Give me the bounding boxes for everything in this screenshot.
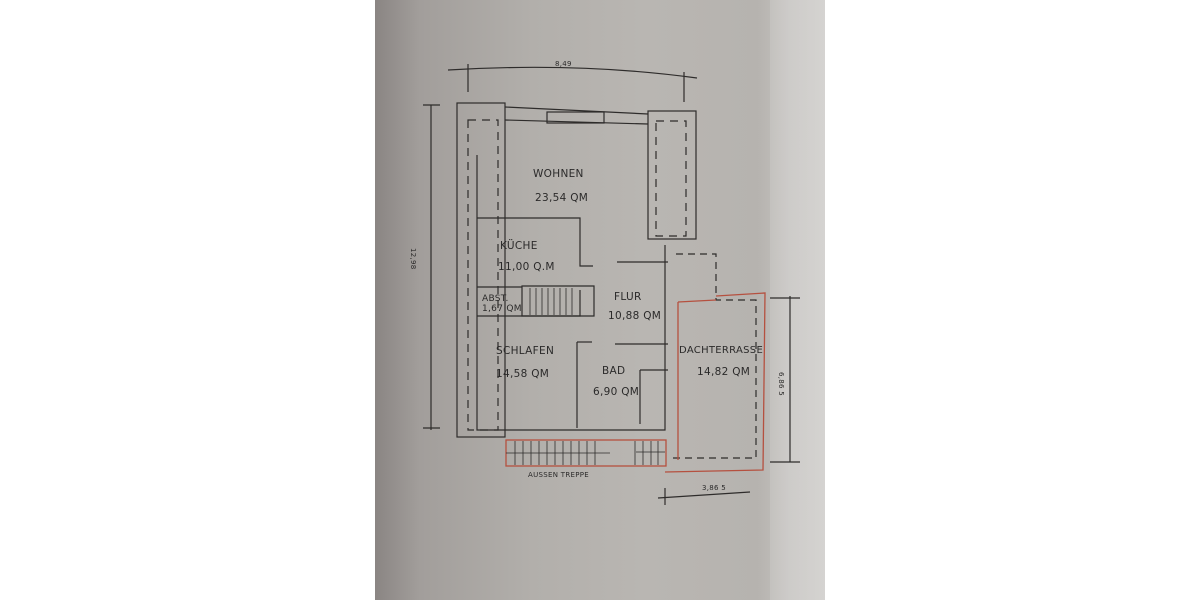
room-area-flur: 10,88 QM — [608, 310, 662, 322]
room-area-abst: 1,67 QM — [482, 304, 522, 314]
room-label-bad: BAD — [602, 365, 626, 377]
room-label-flur: FLUR — [614, 291, 642, 303]
room-area-bad: 6,90 QM — [593, 386, 640, 398]
room-label-kueche: KÜCHE — [500, 240, 538, 252]
room-label-dachterrasse: DACHTERRASSE — [679, 345, 764, 356]
dimension-terrace-width: 3,86 5 — [702, 484, 727, 492]
room-label-wohnen: WOHNEN — [533, 168, 584, 180]
room-label-abst: ABST. — [482, 294, 509, 304]
stairs-label: AUSSEN TREPPE — [528, 471, 590, 479]
room-label-schlafen: SCHLAFEN — [496, 345, 555, 357]
dimension-left-height: 12,98 — [409, 248, 417, 270]
dimension-top-width: 8,49 — [555, 60, 572, 68]
dimension-terrace-height: 6,86 5 — [777, 372, 785, 397]
room-area-schlafen: 14,58 QM — [496, 368, 550, 380]
room-area-dachterrasse: 14,82 QM — [697, 366, 751, 378]
room-area-wohnen: 23,54 QM — [535, 192, 589, 204]
room-area-kueche: 11,00 Q.M — [498, 261, 555, 273]
